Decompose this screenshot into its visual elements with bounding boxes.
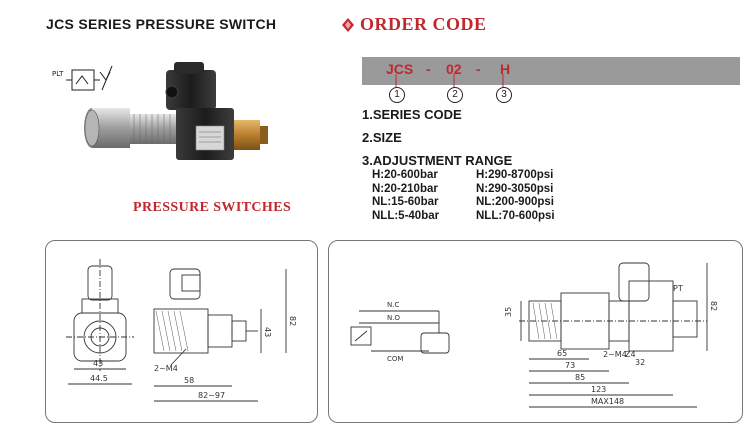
dim-73: 73	[565, 361, 575, 370]
dimension-drawing-right: N.C N.O COM 65 73 85 123 MAX148 32 82 35…	[328, 240, 743, 423]
code-connectors	[395, 74, 504, 88]
marker-2: 2	[447, 87, 463, 103]
dim-max148: MAX148	[591, 397, 624, 406]
range-bar-n: N:20-210bar	[372, 182, 438, 195]
dim-pt: PT	[673, 284, 683, 293]
order-code-title: ORDER CODE	[360, 14, 487, 34]
dim-65: 65	[557, 349, 567, 358]
label-no: N.O	[387, 314, 400, 322]
code-size: 02	[446, 61, 462, 77]
dim-height-43: 43	[263, 327, 272, 337]
range-psi-n: N:290-3050psi	[476, 182, 554, 195]
ranges-psi-list: H:290-8700psi N:290-3050psi NL:200-900ps…	[476, 169, 555, 223]
section-adjustment-range: 3.ADJUSTMENT RANGE	[362, 153, 513, 168]
label-nc: N.C	[387, 301, 399, 309]
range-psi-nl: NL:200-900psi	[476, 196, 554, 208]
dim-width-44-5: 44.5	[90, 374, 108, 383]
dim-32: 32	[635, 358, 645, 367]
diamond-bullet-icon	[342, 17, 354, 32]
section-series-code: 1.SERIES CODE	[362, 107, 462, 122]
ranges-bar-list: H:20-600bar N:20-210bar NL:15-60bar NLL:…	[372, 169, 439, 223]
symbol-label: PLT	[52, 70, 64, 78]
drawing-right-svg: N.C N.O COM 65 73 85 123 MAX148 32 82 35…	[350, 262, 718, 408]
order-code-bar: JCS - 02 - H	[362, 57, 740, 85]
dim-width-43: 43	[93, 359, 103, 368]
range-psi-nll: NLL:70-600psi	[476, 209, 555, 222]
dim-85: 85	[575, 373, 585, 382]
drawing-left-svg: 43 44.5 58 82~97 82 43 2~M4	[66, 259, 297, 402]
section-size: 2.SIZE	[362, 130, 402, 145]
marker-3: 3	[496, 87, 512, 103]
product-label: PRESSURE SWITCHES	[133, 200, 292, 215]
range-bar-nll: NLL:5-40bar	[372, 209, 440, 222]
range-bar-h: H:20-600bar	[372, 169, 438, 181]
switch-symbol-icon: PLT	[52, 65, 113, 91]
dim-m4-left: 2~M4	[154, 364, 178, 373]
order-code-header: ORDER CODE	[342, 14, 487, 35]
pressure-switch-photo	[84, 62, 268, 160]
code-dash-2: -	[476, 61, 481, 77]
range-psi-h: H:290-8700psi	[476, 169, 554, 181]
dim-123: 123	[591, 385, 606, 394]
page-title: JCS SERIES PRESSURE SWITCH	[46, 16, 277, 32]
dim-height-82: 82	[288, 316, 297, 326]
code-range: H	[500, 61, 511, 77]
dimension-drawing-left: 43 44.5 58 82~97 82 43 2~M4	[45, 240, 318, 423]
dim-z4: Z4	[625, 350, 636, 359]
marker-1: 1	[389, 87, 405, 103]
code-series: JCS	[386, 61, 414, 77]
dim-length-58: 58	[184, 376, 194, 385]
dim-82-right: 82	[709, 301, 718, 311]
dim-length-82-97: 82~97	[198, 391, 225, 400]
dim-35: 35	[504, 307, 513, 317]
label-com: COM	[387, 355, 403, 363]
range-bar-nl: NL:15-60bar	[372, 196, 439, 208]
code-dash-1: -	[426, 61, 431, 77]
dim-m4-right: 2~M4	[603, 350, 627, 359]
